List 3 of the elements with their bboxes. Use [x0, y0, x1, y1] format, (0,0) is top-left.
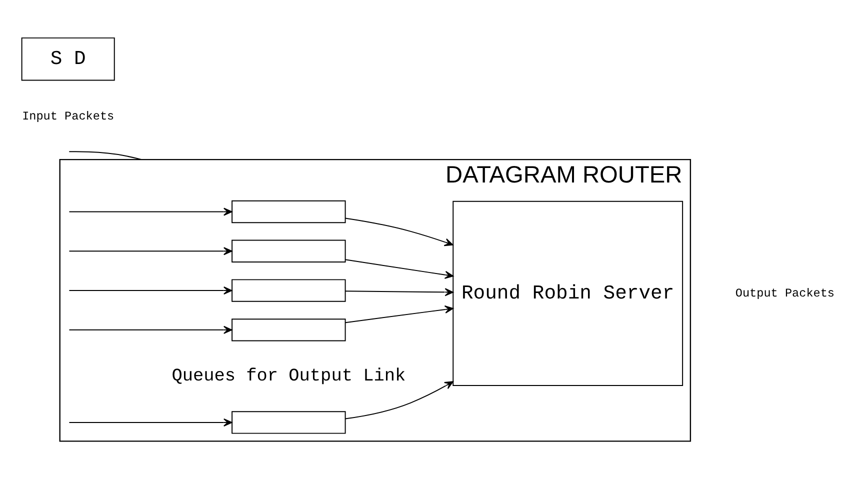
label: Input Packets: [22, 109, 114, 124]
label: Output Packets: [735, 286, 835, 301]
label: Queues for Output Link: [172, 366, 406, 387]
